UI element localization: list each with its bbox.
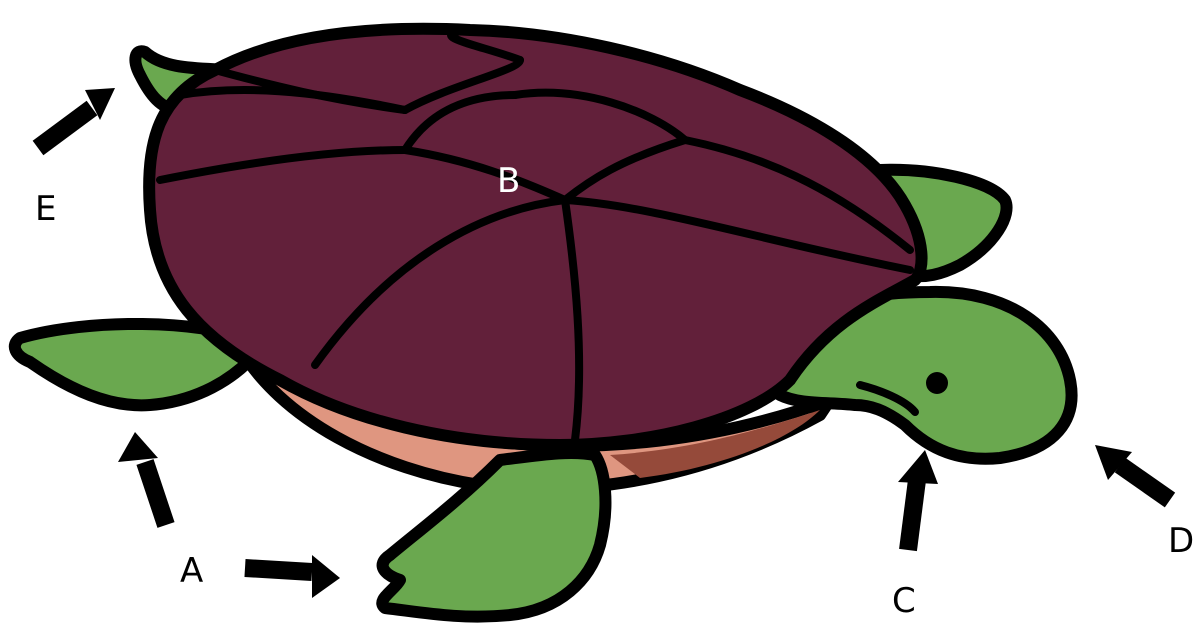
arrow-a-left: [118, 432, 166, 525]
eye: [926, 372, 948, 394]
label-b: B: [497, 161, 520, 201]
label-c: C: [892, 581, 916, 621]
arrow-d: [1095, 445, 1170, 500]
arrow-e: [38, 88, 115, 148]
label-d: D: [1168, 521, 1194, 561]
label-e: E: [35, 189, 56, 229]
arrow-a-right: [245, 555, 340, 598]
label-a: A: [180, 551, 203, 591]
front-flipper: [382, 453, 605, 617]
arrow-c: [898, 450, 938, 550]
